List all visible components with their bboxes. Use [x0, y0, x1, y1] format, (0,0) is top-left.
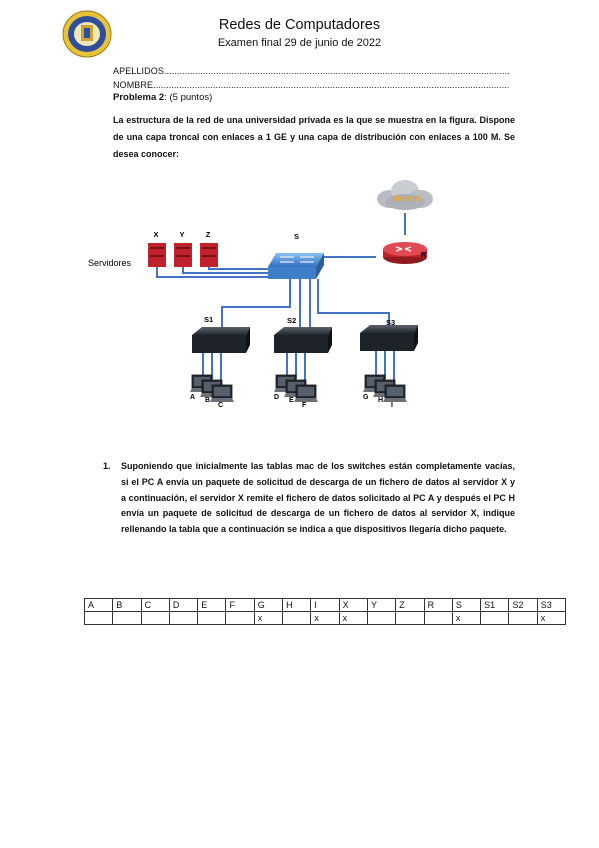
- problem-heading: Problema 2: (5 puntos): [113, 92, 212, 103]
- network-diagram: Internet R S Servidores X Y Z: [88, 180, 433, 409]
- answer-cell-g[interactable]: x: [253, 611, 284, 625]
- router-icon: [383, 242, 427, 264]
- answer-header-y: Y: [366, 598, 397, 612]
- router-label: R: [421, 250, 427, 259]
- apellidos-field[interactable]: APELLIDOS...............................…: [113, 66, 510, 76]
- answer-cell-s[interactable]: x: [451, 611, 482, 625]
- question-1: 1. Suponiendo que inicialmente las tabla…: [103, 459, 515, 538]
- pc-i-icon: [383, 384, 407, 402]
- answer-header-s3: S3: [536, 598, 567, 612]
- switch-s1-label: S1: [204, 315, 213, 324]
- switch-s3-icon: [360, 325, 418, 351]
- answer-cell-s1[interactable]: [480, 611, 510, 625]
- pc-f-label: F: [302, 402, 307, 409]
- answer-header-s: S: [451, 598, 482, 612]
- pc-g-label: G: [363, 394, 369, 401]
- switch-s3-label: S3: [386, 318, 395, 327]
- server-y-label: Y: [179, 230, 184, 239]
- server-x-icon: [148, 243, 166, 267]
- pc-group: A B C D E F G H I: [190, 374, 407, 409]
- page-title: Redes de Computadores: [218, 17, 381, 33]
- answer-header-x: X: [338, 598, 368, 612]
- question-number: 1.: [103, 461, 111, 471]
- internet-label: Internet: [390, 194, 420, 203]
- answer-header-z: Z: [395, 598, 425, 612]
- answer-header-i: I: [310, 598, 340, 612]
- answer-cell-h[interactable]: [282, 611, 312, 625]
- switch-s2-label: S2: [287, 316, 296, 325]
- answer-cell-e[interactable]: [197, 611, 227, 625]
- answer-header-h: H: [282, 598, 312, 612]
- answer-cell-a[interactable]: [83, 611, 114, 625]
- switch-s1-icon: [192, 327, 250, 353]
- problem-title: Problema 2: [113, 92, 165, 103]
- pc-b-label: B: [205, 397, 210, 404]
- university-seal-logo: [62, 10, 112, 58]
- answer-header-s2: S2: [508, 598, 538, 612]
- internet-cloud: Internet: [377, 180, 433, 210]
- answer-cell-f[interactable]: [225, 611, 255, 625]
- answer-header-e: E: [197, 598, 227, 612]
- pc-e-label: E: [289, 397, 294, 404]
- answer-header-g: G: [253, 598, 284, 612]
- answer-cell-i[interactable]: x: [310, 611, 340, 625]
- answer-header-c: C: [140, 598, 170, 612]
- server-x-label: X: [153, 230, 158, 239]
- answer-header-r: R: [423, 598, 453, 612]
- answer-cell-s3[interactable]: x: [536, 611, 567, 625]
- answer-cell-c[interactable]: [140, 611, 170, 625]
- answer-cell-s2[interactable]: [508, 611, 538, 625]
- pc-c-icon: [210, 384, 234, 402]
- answer-cell-b[interactable]: [112, 611, 142, 625]
- answer-cell-d[interactable]: [168, 611, 199, 625]
- problem-points: : (5 puntos): [164, 92, 213, 103]
- switch-s2-icon: [274, 327, 332, 353]
- answer-header-f: F: [225, 598, 255, 612]
- pc-f-icon: [294, 384, 318, 402]
- pc-d-label: D: [274, 394, 279, 401]
- servers-label: Servidores: [88, 258, 132, 268]
- network-links: [156, 213, 406, 383]
- answer-header-d: D: [168, 598, 199, 612]
- answer-cell-y[interactable]: [366, 611, 397, 625]
- pc-a-label: A: [190, 394, 195, 401]
- answer-cell-x[interactable]: x: [338, 611, 368, 625]
- pc-c-label: C: [218, 402, 223, 409]
- answer-cell-z[interactable]: [395, 611, 425, 625]
- answer-header-s1: S1: [480, 598, 510, 612]
- answer-header-b: B: [112, 598, 142, 612]
- server-z-label: Z: [206, 230, 211, 239]
- answer-cell-r[interactable]: [423, 611, 453, 625]
- server-y-icon: [174, 243, 192, 267]
- core-switch-label: S: [294, 232, 299, 241]
- core-switch-icon: [268, 253, 324, 279]
- answer-header-a: A: [83, 598, 114, 612]
- exam-subtitle: Examen final 29 de junio de 2022: [217, 37, 382, 49]
- problem-intro: La estructura de la red de una universid…: [113, 115, 515, 159]
- question-text: Suponiendo que inicialmente las tablas m…: [121, 461, 515, 535]
- nombre-field[interactable]: NOMBRE..................................…: [113, 80, 510, 90]
- pc-h-label: H: [378, 397, 383, 404]
- server-z-icon: [200, 243, 218, 267]
- pc-i-label: I: [391, 402, 393, 409]
